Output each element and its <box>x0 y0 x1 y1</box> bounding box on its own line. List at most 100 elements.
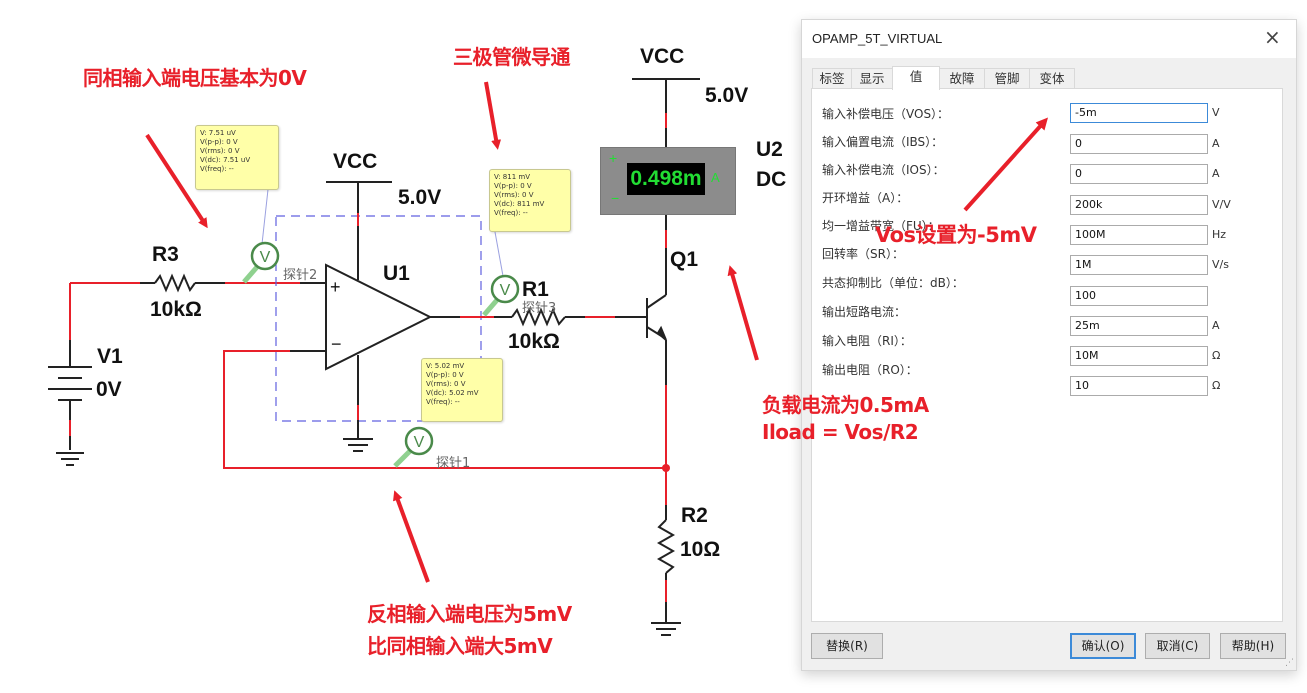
component-properties-dialog: OPAMP_5T_VIRTUAL × 标签 显示 值 故障 管脚 变体 输入补偿… <box>801 19 1297 671</box>
u1-label: U1 <box>383 262 410 285</box>
param-field-cmrr[interactable]: 100 <box>1070 286 1208 306</box>
param-label-ri: 输入电阻（RI）： <box>822 334 912 348</box>
annotation-load-current: 负载电流为0.5mA <box>762 393 929 417</box>
param-unit-ios: A <box>1212 167 1220 180</box>
param-field-ibs[interactable]: 0 <box>1070 134 1208 154</box>
annotation-inverting-diff: 比同相输入端大5mV <box>367 634 553 658</box>
probe1-icon[interactable]: V <box>393 426 434 468</box>
r3-value: 10kΩ <box>150 298 202 321</box>
r2-resistor[interactable] <box>656 505 676 612</box>
tab-label[interactable]: 标签 <box>812 68 852 89</box>
close-icon[interactable]: × <box>1264 25 1281 49</box>
ok-button[interactable]: 确认(O) <box>1070 633 1136 659</box>
q1-label: Q1 <box>670 248 699 271</box>
param-unit-ri: Ω <box>1212 349 1221 362</box>
opamp-dashed-frame <box>275 215 482 422</box>
feedback-wire <box>223 350 666 469</box>
resize-grip-icon[interactable]: ⋰ <box>1285 658 1294 668</box>
param-unit-gain: V/V <box>1212 198 1231 211</box>
readout-line: V(p-p): 0 V <box>200 138 238 146</box>
vcc-top-label: VCC <box>640 45 685 68</box>
tab-pins[interactable]: 管脚 <box>984 68 1030 89</box>
readout-line: V(p-p): 0 V <box>426 371 464 379</box>
u1-plus-sign: + <box>330 277 341 297</box>
param-unit-ro: Ω <box>1212 379 1221 392</box>
u2-ammeter[interactable]: + − 0.498m A <box>600 147 736 215</box>
ground-symbol-r2 <box>651 612 681 636</box>
cancel-button[interactable]: 取消(C) <box>1145 633 1210 659</box>
probe1-name: 探针1 <box>436 456 471 471</box>
probe2-readout: V: 7.51 uV V(p-p): 0 V V(rms): 0 V V(dc)… <box>195 125 279 190</box>
schematic-canvas: V V V <box>48 78 759 636</box>
ground-symbol-v1 <box>56 452 84 466</box>
meter-unit: A <box>711 170 720 185</box>
param-label-fu: 均一增益带宽（FU）： <box>822 219 940 233</box>
replace-button[interactable]: 替换(R) <box>811 633 883 659</box>
annotation-load-formula: Iload = Vos/R2 <box>762 420 919 444</box>
r1-label: R1 <box>522 278 549 301</box>
tab-fault[interactable]: 故障 <box>939 68 985 89</box>
annotation-vos-setting: Vos设置为-5mV <box>875 223 1037 247</box>
probe3-name: 探针3 <box>522 301 557 316</box>
vcc-opamp-value: 5.0V <box>398 186 442 209</box>
svg-text:V: V <box>414 434 425 451</box>
tab-variant[interactable]: 变体 <box>1029 68 1075 89</box>
r2-value: 10Ω <box>680 538 721 561</box>
readout-line: V(rms): 0 V <box>494 191 534 199</box>
r1-resistor[interactable] <box>494 307 647 327</box>
param-label-sr: 回转率（SR）： <box>822 247 904 261</box>
annotation-noninverting: 同相输入端电压基本为0V <box>83 66 307 90</box>
u2-mode: DC <box>756 168 787 191</box>
arrow-transistor <box>484 81 502 150</box>
param-label-vos: 输入补偿电压（VOS）： <box>822 107 950 121</box>
help-button[interactable]: 帮助(H) <box>1220 633 1286 659</box>
probe3-icon[interactable]: V <box>482 231 520 317</box>
param-label-short-current: 输出短路电流： <box>822 305 907 319</box>
readout-line: V(freq): -- <box>494 209 528 217</box>
readout-line: V(dc): 5.02 mV <box>426 389 479 397</box>
value-tab-panel: 输入补偿电压（VOS）： -5m V 输入偏置电流（IBS）： 0 A 输入补偿… <box>811 88 1283 622</box>
meter-reading: 0.498m <box>627 163 705 195</box>
meter-minus-terminal: − <box>611 190 620 206</box>
q1-transistor[interactable] <box>646 275 667 385</box>
param-field-short-current[interactable]: 25m <box>1070 316 1208 336</box>
svg-text:V: V <box>260 249 271 266</box>
param-field-fu[interactable]: 100M <box>1070 225 1208 245</box>
annotation-inverting: 反相输入端电压为5mV <box>367 602 572 626</box>
r1-value: 10kΩ <box>508 330 560 353</box>
param-unit-ibs: A <box>1212 137 1220 150</box>
tab-value[interactable]: 值 <box>892 66 940 90</box>
v1-label: V1 <box>97 345 123 368</box>
readout-line: V(p-p): 0 V <box>494 182 532 190</box>
meter-plus-terminal: + <box>609 150 618 166</box>
readout-line: V: 5.02 mV <box>426 362 465 370</box>
v1-value: 0V <box>96 378 122 401</box>
v1-source[interactable] <box>48 283 92 450</box>
param-field-gain[interactable]: 200k <box>1070 195 1208 215</box>
annotation-transistor: 三极管微导通 <box>453 45 571 69</box>
param-field-ios[interactable]: 0 <box>1070 164 1208 184</box>
param-label-ibs: 输入偏置电流（IBS）： <box>822 135 944 149</box>
param-label-ro: 输出电阻（RO）： <box>822 363 918 377</box>
param-field-ro[interactable]: 10 <box>1070 376 1208 396</box>
r3-label: R3 <box>152 243 179 266</box>
param-field-sr[interactable]: 1M <box>1070 255 1208 275</box>
ground-symbol-opamp <box>343 438 373 452</box>
annotation-arrows <box>145 81 759 583</box>
u1-opamp[interactable] <box>325 190 494 438</box>
u1-minus-sign: − <box>331 334 342 354</box>
param-field-ri[interactable]: 10M <box>1070 346 1208 366</box>
param-field-vos[interactable]: -5m <box>1070 103 1208 123</box>
dialog-title: OPAMP_5T_VIRTUAL <box>812 31 943 46</box>
probe1-readout: V: 5.02 mV V(p-p): 0 V V(rms): 0 V V(dc)… <box>421 358 503 422</box>
vcc-top-value: 5.0V <box>705 84 749 107</box>
readout-line: V: 7.51 uV <box>200 129 236 137</box>
readout-line: V(dc): 7.51 uV <box>200 156 251 164</box>
arrow-load-current <box>727 265 759 361</box>
junction-dot <box>662 464 670 472</box>
dialog-titlebar[interactable]: OPAMP_5T_VIRTUAL × <box>802 20 1296 58</box>
arrow-noninverting <box>145 133 208 229</box>
tab-display[interactable]: 显示 <box>851 68 893 89</box>
readout-line: V(rms): 0 V <box>426 380 466 388</box>
r3-resistor[interactable] <box>70 273 326 293</box>
